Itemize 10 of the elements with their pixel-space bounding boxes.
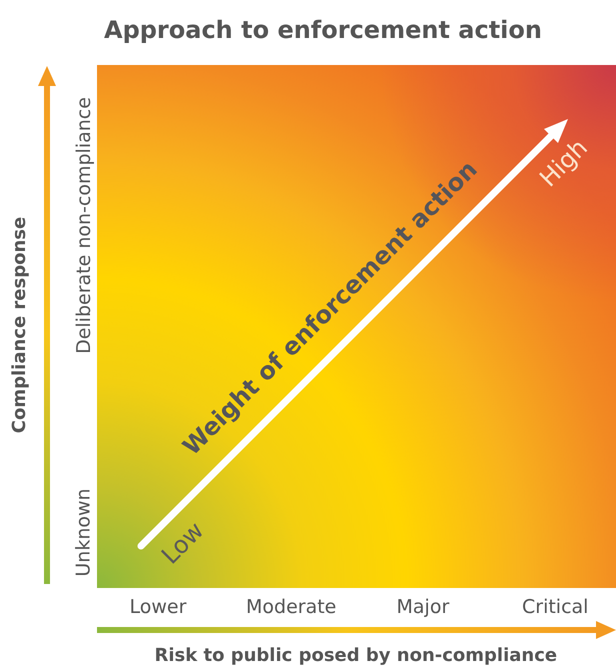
axis-tick-label: Major xyxy=(396,598,450,616)
axis-tick-label: Unknown xyxy=(74,488,94,576)
chart-title: Approach to enforcement action xyxy=(104,18,542,42)
axis-tick-label: Critical xyxy=(522,598,588,616)
axis-title: Risk to public posed by non-compliance xyxy=(154,647,558,665)
axis-tick-label: Lower xyxy=(130,598,186,616)
axis-tick-label: Deliberate non-compliance xyxy=(74,96,94,354)
axis-title: Compliance response xyxy=(11,216,30,434)
axis-tick-label: Moderate xyxy=(246,598,336,616)
arrow-end-label: Low xyxy=(156,518,208,568)
